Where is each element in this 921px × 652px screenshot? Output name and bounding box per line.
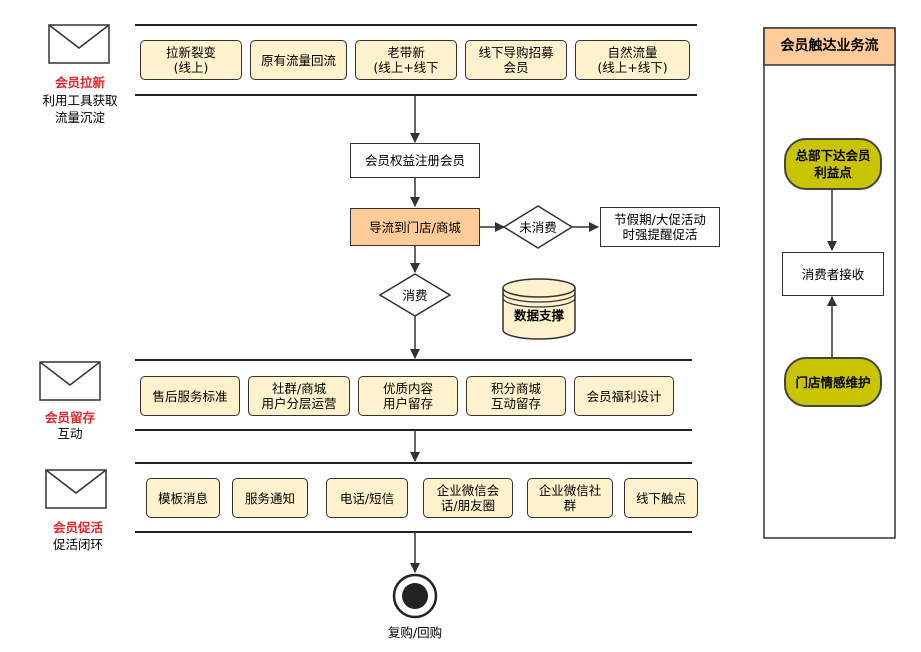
acquire-stage-desc: 利用工具获取 流量沉淀 xyxy=(42,93,118,125)
promote-item-offline-touchpoint: 线下触点 xyxy=(624,478,698,518)
promote-stage-title: 会员促活 xyxy=(52,520,103,535)
end-node-inner xyxy=(402,583,428,609)
no-consume-diamond xyxy=(502,205,574,249)
promote-item-wecom-group: 企业微信社 群 xyxy=(527,478,613,518)
retain-stage-desc: 互动 xyxy=(57,426,83,441)
envelope-icon-promote xyxy=(45,469,107,509)
side-panel-bottom-node: 门店情感维护 xyxy=(784,357,882,407)
promote-stage-desc: 促活闭环 xyxy=(52,537,103,552)
side-panel-title: 会员触达业务流 xyxy=(780,38,879,54)
remind-node: 节假期/大促活动 时强提醒促活 xyxy=(600,207,720,247)
retain-item-community: 社群/商城 用户分层运营 xyxy=(248,376,350,416)
envelope-icon-retain xyxy=(39,361,101,401)
promote-item-wecom-moments: 企业微信会 话/朋友圈 xyxy=(423,478,513,518)
no-consume-label: 未消费 xyxy=(519,219,557,235)
acquire-item-returning-traffic: 原有流量回流 xyxy=(250,40,347,80)
acquire-item-viral: 拉新裂变 (线上) xyxy=(140,40,242,80)
retain-item-points-mall: 积分商城 互动留存 xyxy=(466,376,566,416)
retain-item-member-benefits: 会员福利设计 xyxy=(574,376,674,416)
side-panel-middle-node: 消费者接收 xyxy=(782,252,884,296)
promote-item-service-notice: 服务通知 xyxy=(232,478,308,518)
promote-item-phone-sms: 电话/短信 xyxy=(326,478,408,518)
promote-item-template-msg: 模板消息 xyxy=(146,478,220,518)
side-panel-top-node: 总部下达会员 利益点 xyxy=(784,138,882,190)
envelope-icon-acquire xyxy=(48,24,110,64)
acquire-stage-title: 会员拉新 xyxy=(54,75,105,90)
data-support-label: 数据支撑 xyxy=(513,307,564,323)
end-label: 复购/回购 xyxy=(387,624,443,640)
consume-diamond xyxy=(378,273,452,317)
register-node: 会员权益注册会员 xyxy=(350,143,480,178)
acquire-item-offline-recruit: 线下导购招募 会员 xyxy=(465,40,567,80)
consume-label: 消费 xyxy=(402,287,428,303)
guide-node: 导流到门店/商城 xyxy=(350,208,480,246)
acquire-item-referral: 老带新 (线上+线下 xyxy=(355,40,457,80)
retain-item-quality-content: 优质内容 用户留存 xyxy=(358,376,458,416)
acquire-item-natural-traffic: 自然流量 (线上+线下) xyxy=(575,40,690,80)
retain-stage-title: 会员留存 xyxy=(44,410,95,425)
retain-item-after-sales: 售后服务标准 xyxy=(140,376,240,416)
data-support-cylinder xyxy=(502,278,576,340)
side-panel-header-bg xyxy=(763,27,896,66)
